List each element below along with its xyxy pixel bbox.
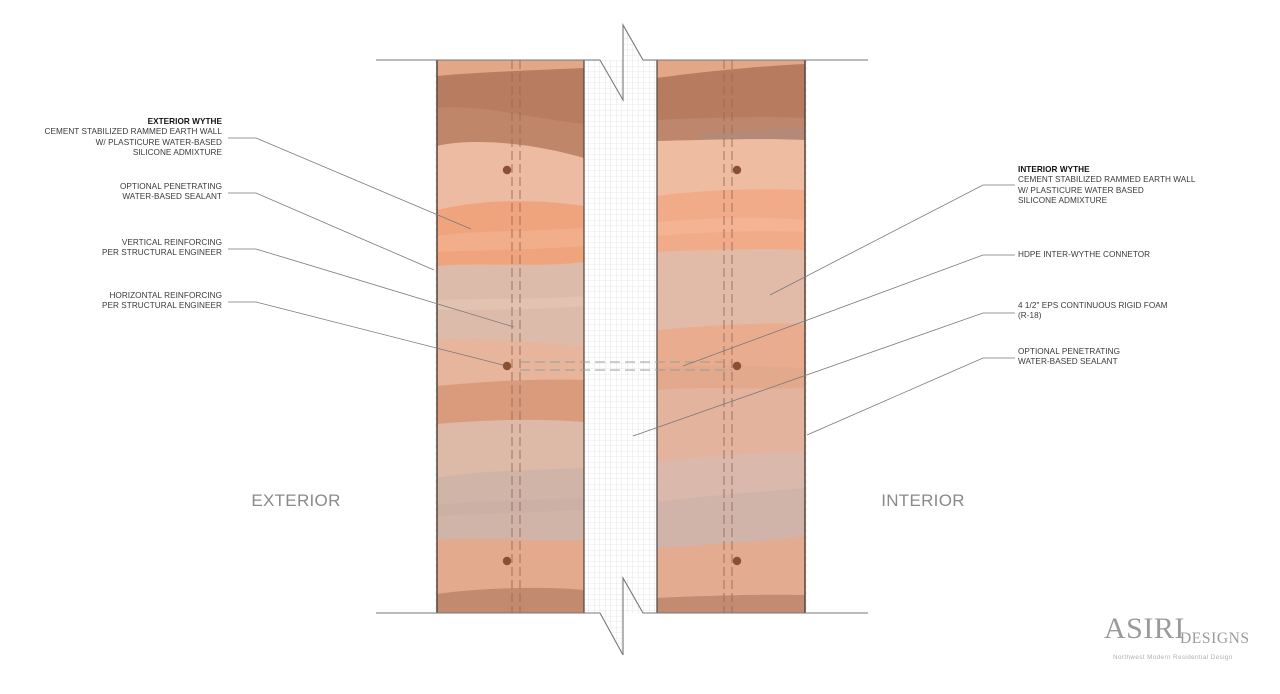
logo-name: ASIRI	[1104, 612, 1185, 645]
callout-eps-foam: 4 1/2" EPS CONTINUOUS RIGID FOAM (R-18)	[1018, 301, 1168, 322]
callout-line: PER STRUCTURAL ENGINEER	[101, 248, 222, 258]
callout-hdpe-connector: HDPE INTER-WYTHE CONNETOR	[1018, 250, 1150, 260]
callout-line: WATER-BASED SEALANT	[1018, 357, 1118, 367]
callout-line: SILICONE ADMIXTURE	[132, 148, 222, 158]
hdpe-inter-wythe-connector	[520, 361, 732, 371]
callout-interior-sealant: OPTIONAL PENETRATING WATER-BASED SEALANT	[1018, 347, 1120, 368]
callout-exterior-wythe: EXTERIOR WYTHE CEMENT STABILIZED RAMMED …	[44, 117, 222, 159]
exterior-side-label: EXTERIOR	[251, 491, 341, 510]
eps-rigid-foam-insulation	[584, 25, 657, 655]
callout-line: 4 1/2" EPS CONTINUOUS RIGID FOAM	[1018, 301, 1168, 310]
callout-line: SILICONE ADMIXTURE	[1018, 196, 1108, 206]
callout-line: OPTIONAL PENETRATING	[1018, 347, 1120, 356]
leader-lines-left	[228, 137, 515, 366]
callout-line: WATER-BASED SEALANT	[122, 192, 222, 202]
callout-title: EXTERIOR WYTHE	[147, 117, 222, 126]
callout-line: CEMENT STABILIZED RAMMED EARTH WALL	[44, 127, 222, 137]
company-logo: ASIRI DESIGNS Northwest Modern Residenti…	[1104, 612, 1254, 672]
callout-line: (R-18)	[1018, 311, 1042, 321]
callout-exterior-sealant: OPTIONAL PENETRATING WATER-BASED SEALANT	[120, 182, 222, 203]
wall-edges	[435, 60, 807, 613]
callout-line: VERTICAL REINFORCING	[121, 238, 222, 247]
callout-line: OPTIONAL PENETRATING	[120, 182, 222, 191]
callout-line: HORIZONTAL REINFORCING	[109, 291, 222, 300]
exterior-wythe-wall	[437, 60, 584, 613]
callout-vertical-reinforcing: VERTICAL REINFORCING PER STRUCTURAL ENGI…	[102, 238, 222, 259]
horizontal-reinforcing-bars	[502, 165, 742, 566]
leader-lines-right	[632, 184, 1015, 437]
callout-interior-wythe: INTERIOR WYTHE CEMENT STABILIZED RAMMED …	[1018, 165, 1196, 207]
callout-line: CEMENT STABILIZED RAMMED EARTH WALL	[1018, 175, 1196, 185]
logo-tagline: Northwest Modern Residential Design	[1113, 654, 1233, 661]
break-line-bottom	[376, 575, 868, 656]
callout-line: W/ PLASTICURE WATER-BASED	[95, 137, 222, 147]
interior-wythe-wall	[657, 60, 805, 613]
break-line-top	[376, 22, 868, 103]
callout-line: W/ PLASTICURE WATER BASED	[1018, 185, 1144, 195]
callout-line: HDPE INTER-WYTHE CONNETOR	[1018, 250, 1151, 259]
interior-side-label: INTERIOR	[881, 491, 965, 510]
vertical-reinforcing	[511, 60, 733, 613]
callout-line: PER STRUCTURAL ENGINEER	[101, 301, 222, 311]
callout-title: INTERIOR WYTHE	[1018, 165, 1090, 174]
logo-suffix: DESIGNS	[1180, 630, 1250, 647]
callout-horizontal-reinforcing: HORIZONTAL REINFORCING PER STRUCTURAL EN…	[102, 291, 222, 312]
